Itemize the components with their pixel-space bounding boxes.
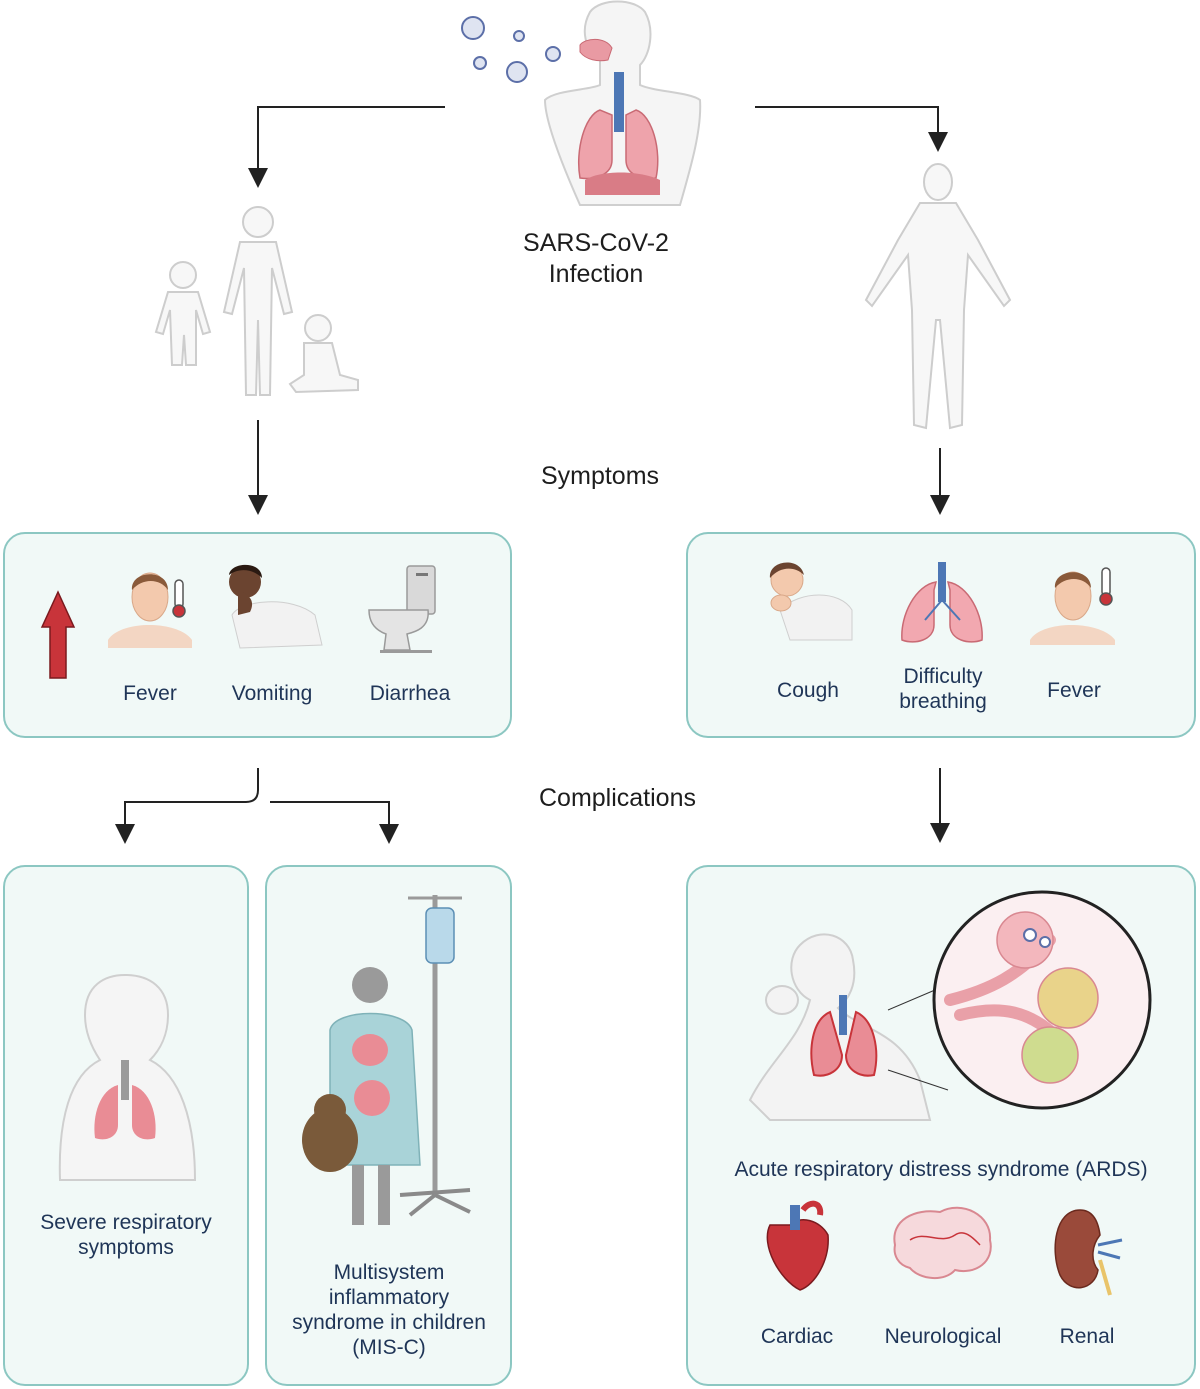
vomiting-person-icon [229,564,323,649]
fever-face-icon [108,572,192,648]
arrow-children-complications [124,768,390,832]
ards-label: Acute respiratory distress syndrome (ARD… [734,1158,1148,1181]
cough-label: Cough [777,679,839,702]
arrow-to-children [248,106,445,188]
kidney-icon [1054,1209,1123,1296]
misc-child-iv-icon [302,895,471,1225]
neurological-label: Neurological [884,1325,1002,1348]
diarrhea-label: Diarrhea [369,682,451,705]
severe-respiratory-label: Severe respiratory symptoms [40,1211,212,1259]
difficulty-breathing-label: Difficulty breathing [899,665,987,713]
vomiting-label: Vomiting [231,682,313,705]
cardiac-label: Cardiac [760,1325,834,1348]
arrow-to-adult [755,106,948,152]
adult-fever-face-icon [1030,567,1115,645]
cough-person-icon [769,562,853,641]
lungs-icon [901,562,983,643]
toilet-icon [368,565,436,653]
increase-arrow-icon [40,590,76,679]
renal-label: Renal [1059,1325,1115,1348]
infection-title: SARS-CoV-2 Infection [523,229,669,288]
ards-illustration-icon [748,890,1152,1121]
heart-icon [766,1200,829,1291]
infected-torso-icon [543,0,702,206]
child-lungs-icon [58,973,197,1181]
flow-arrows [115,106,950,844]
children-figures-icon [154,206,359,396]
children-fever-label: Fever [123,682,177,705]
adult-fever-label: Fever [1047,679,1101,702]
adult-figure-icon [864,163,1012,430]
symptoms-heading: Symptoms [540,462,660,490]
misc-label: Multisystem inflammatory syndrome in chi… [292,1261,486,1359]
complications-heading: Complications [538,784,696,812]
virus-particles-icon [461,16,561,83]
brain-icon [893,1206,992,1279]
